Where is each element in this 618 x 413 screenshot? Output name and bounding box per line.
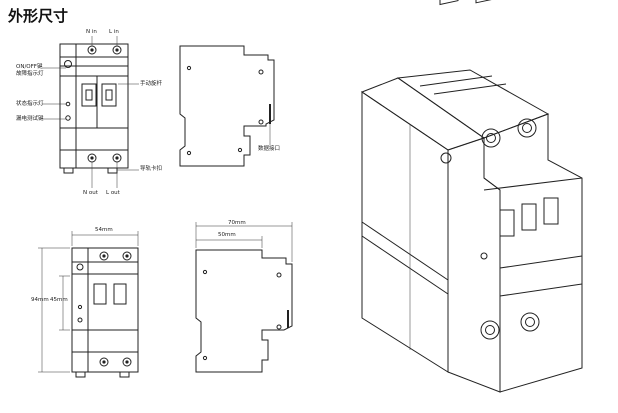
label-l-out: L out [106,190,120,196]
label-status-indicator: 状态指示灯 [16,101,44,107]
dim-depth-inner: 50mm [218,232,236,238]
dim-height-total: 94mm [31,297,49,303]
dim-width-front: 54mm [95,227,113,233]
page-title: 外形尺寸 [8,7,69,25]
dim-depth-total: 70mm [228,220,246,226]
label-n-out: N out [83,190,98,196]
label-leak-test: 漏电测试键 [16,116,44,122]
side-view-bottom [195,222,293,373]
label-data-port: 数据接口 [258,146,281,152]
dim-height-inner: 45mm [50,297,68,303]
front-view-bottom [38,231,139,378]
label-onoff: ON/OFF键 [16,64,43,70]
front-view-top [42,36,139,188]
label-l-in: L in [109,29,119,35]
label-handle: 手动旋杆 [140,81,163,87]
label-n-in: N in [86,29,97,35]
isometric-view [360,0,583,393]
label-rail-clip: 导轨卡扣 [140,166,163,172]
side-view-top [179,45,275,167]
label-fault-indicator: 故障指示灯 [16,71,44,77]
